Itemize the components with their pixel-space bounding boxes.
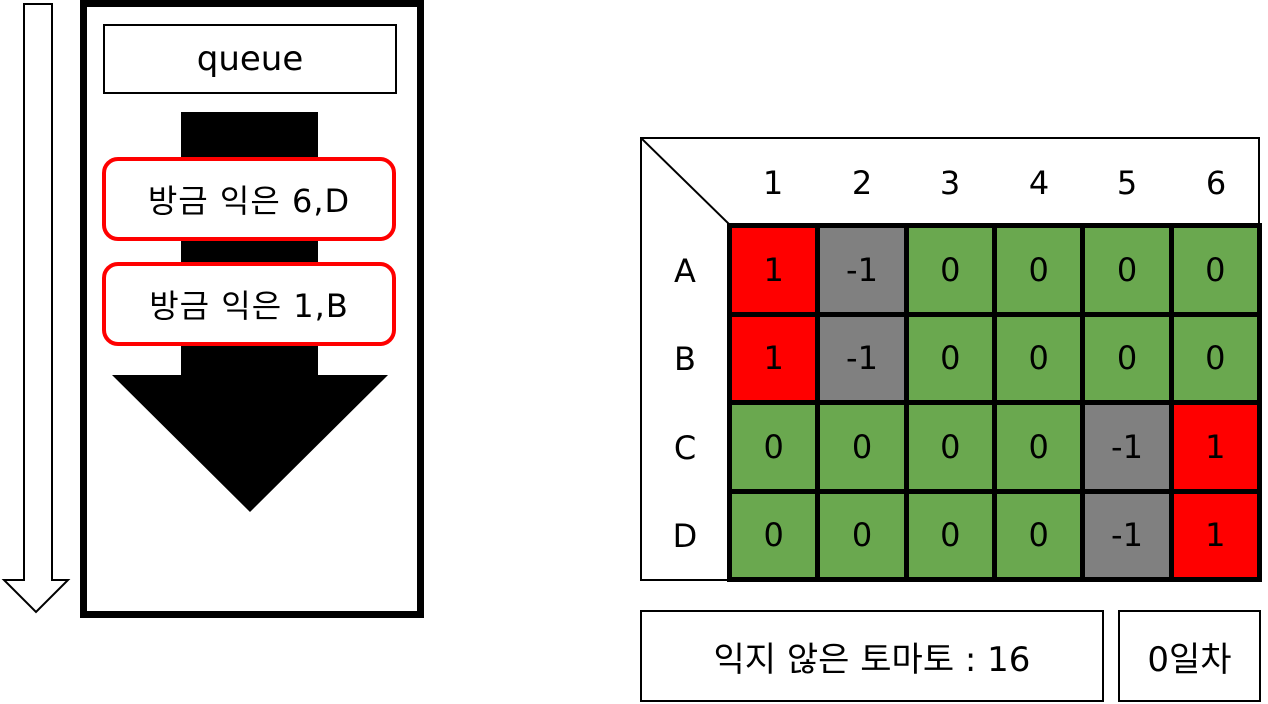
column-header: 1 <box>762 164 784 202</box>
day-counter-label: 0일차 <box>1118 610 1261 702</box>
row-header: C <box>673 429 697 467</box>
grid-cell: 0 <box>997 405 1081 489</box>
grid-cell: 0 <box>908 405 992 489</box>
unripe-count-label: 익지 않은 토마토 : 16 <box>640 610 1104 702</box>
grid-cell: -1 <box>1085 405 1169 489</box>
column-header: 6 <box>1205 164 1227 202</box>
queue-item: 방금 익은 6,D <box>102 157 396 241</box>
grid-cell: -1 <box>1085 493 1169 577</box>
column-header: 2 <box>851 164 873 202</box>
grid-cell: 0 <box>732 493 816 577</box>
grid-cell: 0 <box>908 316 992 400</box>
grid-cell: -1 <box>820 316 904 400</box>
column-header: 4 <box>1028 164 1050 202</box>
grid-cell: 0 <box>820 405 904 489</box>
grid-cell: 0 <box>820 493 904 577</box>
row-header: A <box>674 252 696 290</box>
grid-cell: 0 <box>997 493 1081 577</box>
grid-cell: 0 <box>732 405 816 489</box>
grid-cell: 0 <box>1085 228 1169 312</box>
grid-cell: 1 <box>1173 493 1257 577</box>
grid-cell: 0 <box>997 228 1081 312</box>
grid-cell: 0 <box>997 316 1081 400</box>
corner-diagonal <box>640 137 730 225</box>
grid-cell: 0 <box>908 228 992 312</box>
row-header: D <box>672 517 698 555</box>
row-header: B <box>674 340 696 378</box>
column-header: 3 <box>939 164 961 202</box>
column-header: 5 <box>1116 164 1138 202</box>
grid-cell: 0 <box>1085 316 1169 400</box>
grid-cell: -1 <box>820 228 904 312</box>
grid-cell: 0 <box>1173 316 1257 400</box>
grid-cell: 0 <box>908 493 992 577</box>
queue-item: 방금 익은 1,B <box>102 262 396 346</box>
grid-cell: 1 <box>732 228 816 312</box>
grid-cell: 0 <box>1173 228 1257 312</box>
time-down-arrow-icon <box>1 3 71 614</box>
grid-cell: 1 <box>1173 405 1257 489</box>
queue-label: queue <box>103 24 397 94</box>
grid-cell: 1 <box>732 316 816 400</box>
